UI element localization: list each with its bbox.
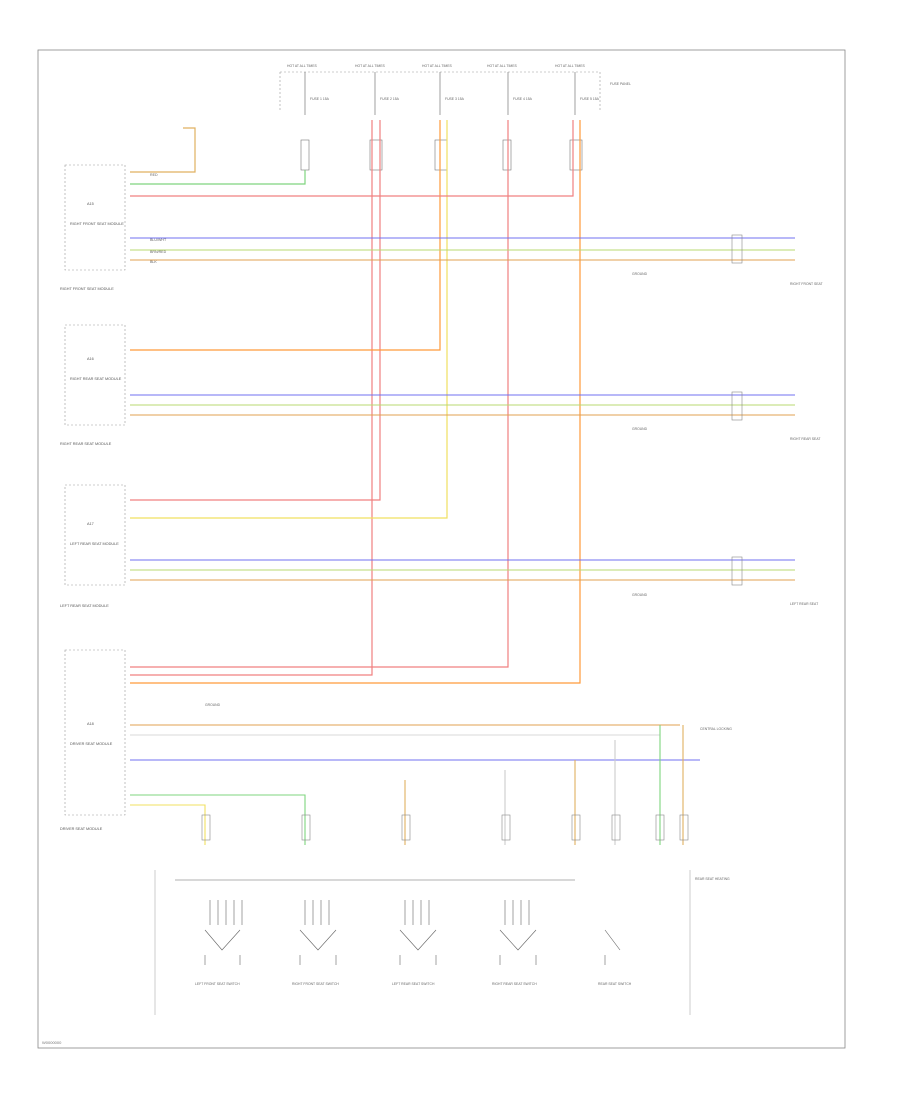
fuse-label-4: HOT AT ALL TIMES	[487, 64, 518, 68]
fuse-text-1: FUSE 1 15A	[310, 97, 330, 101]
bus-lines	[130, 237, 795, 761]
side-label-1: RIGHT FRONT SEAT	[790, 282, 823, 286]
ground-label-4: GROUND	[205, 703, 221, 707]
fuse-box-label: FUSE PANEL	[610, 82, 631, 86]
wire-color-3: BRN/RED	[150, 250, 167, 254]
supply-wires	[130, 120, 581, 684]
switch-connectors	[201, 814, 689, 841]
footer-code: W0000000	[42, 1040, 62, 1045]
module-id-2: A16	[87, 357, 94, 361]
switch-group-4	[499, 900, 537, 965]
module-id-1: A15	[87, 202, 94, 206]
module-id-3: A17	[87, 522, 94, 526]
diagram-border	[37, 49, 846, 1049]
switch-feeds	[130, 725, 684, 845]
module-caption-1: RIGHT FRONT SEAT MODULE	[60, 287, 114, 291]
right-note: REAR SEAT HEATING	[695, 877, 730, 881]
side-label-4: CENTRAL LOCKING	[700, 727, 732, 731]
module-name-3: LEFT REAR SEAT MODULE	[70, 542, 119, 546]
wire-color-4: BLK	[150, 260, 157, 264]
ground-label-2: GROUND	[632, 427, 648, 431]
fuse-label-2: HOT AT ALL TIMES	[355, 64, 386, 68]
switch-label-5: REAR SEAT SWITCH	[598, 982, 632, 986]
module-caption-4: DRIVER SEAT MODULE	[60, 827, 103, 831]
switch-group-1	[204, 900, 243, 965]
module-name-1: RIGHT FRONT SEAT MODULE	[70, 222, 124, 226]
switch-label-2: RIGHT FRONT SEAT SWITCH	[292, 982, 339, 986]
fuse-text-5: FUSE 5 15A	[580, 97, 600, 101]
fuse-label-5: HOT AT ALL TIMES	[555, 64, 586, 68]
fuse-text-2: FUSE 2 15A	[380, 97, 400, 101]
fuse-text-4: FUSE 4 15A	[513, 97, 533, 101]
fuse-label-3: HOT AT ALL TIMES	[422, 64, 453, 68]
ground-label-1: GROUND	[632, 272, 648, 276]
ground-label-3: GROUND	[632, 593, 648, 597]
switch-group-5	[604, 929, 621, 965]
right-connectors	[731, 234, 743, 586]
fuse-panel: HOT AT ALL TIMES HOT AT ALL TIMES HOT AT…	[279, 64, 631, 171]
module-name-4: DRIVER SEAT MODULE	[70, 742, 113, 746]
side-label-3: LEFT REAR SEAT	[790, 602, 818, 606]
fuse-text-3: FUSE 3 15A	[445, 97, 465, 101]
switch-label-1: LEFT FRONT SEAT SWITCH	[195, 982, 240, 986]
side-label-2: RIGHT REAR SEAT	[790, 437, 820, 441]
switch-label-4: RIGHT REAR SEAT SWITCH	[492, 982, 537, 986]
switch-group-2	[299, 900, 337, 965]
module-name-2: RIGHT REAR SEAT MODULE	[70, 377, 122, 381]
switch-group-3	[399, 900, 437, 965]
module-caption-3: LEFT REAR SEAT MODULE	[60, 604, 109, 608]
wire-color-1: RED	[150, 173, 158, 177]
wire-color-2: BLU/WHT	[150, 238, 167, 242]
module-id-4: A18	[87, 722, 94, 726]
module-boxes	[64, 164, 126, 816]
switch-label-3: LEFT REAR SEAT SWITCH	[392, 982, 435, 986]
fuse-label-1: HOT AT ALL TIMES	[287, 64, 318, 68]
module-caption-2: RIGHT REAR SEAT MODULE	[60, 442, 112, 446]
